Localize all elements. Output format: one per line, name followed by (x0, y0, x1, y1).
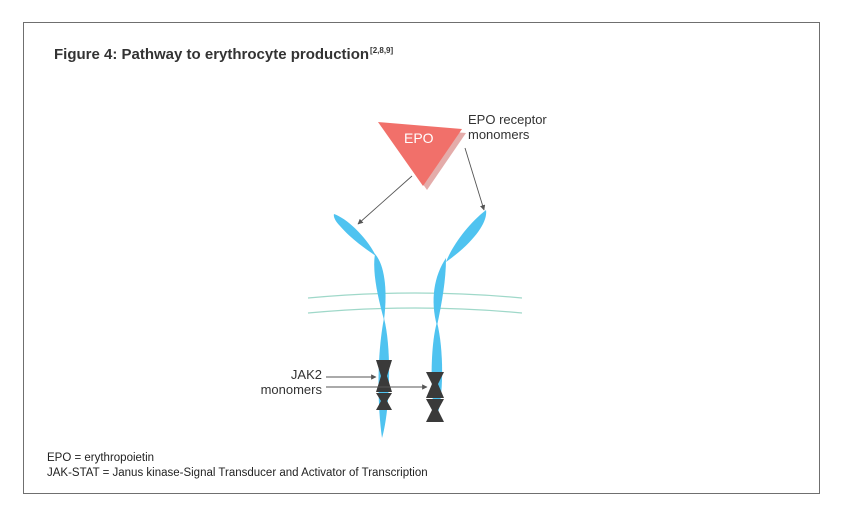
figure-frame (23, 22, 820, 494)
jak2-right-segment-top (426, 372, 444, 398)
receptor-label-line2: monomers (468, 127, 530, 142)
annotation-arrows (326, 147, 486, 390)
arrow-label-to-right-receptor (464, 147, 486, 211)
footnote-jak-stat: JAK-STAT = Janus kinase-Signal Transduce… (47, 467, 428, 479)
epo-molecule (378, 122, 466, 190)
jak2-left-segment-top (376, 360, 392, 392)
epo-triangle (378, 122, 462, 186)
membrane-outer-line (307, 292, 523, 299)
jak2-label-line1: JAK2 (290, 367, 322, 382)
footnote-epo: EPO = erythropoietin (47, 452, 155, 464)
jak2-label: JAK2 monomers (242, 367, 322, 397)
jak2-right-segment-bottom (426, 399, 444, 422)
membrane-inner-line (307, 307, 523, 314)
receptor-label-line1: EPO receptor (468, 112, 547, 127)
cell-membrane (307, 292, 523, 314)
receptor-label: EPO receptor monomers (468, 112, 547, 142)
jak2-label-line2: monomers (260, 382, 322, 397)
receptor-left-upper-lobe (333, 214, 376, 256)
receptor-right-upper-lobe (446, 210, 487, 262)
figure-citation: [2,8,9] (370, 46, 394, 55)
figure-title: Figure 4: Pathway to erythrocyte product… (54, 46, 393, 63)
jak2-monomer-right (426, 372, 444, 422)
arrow-epo-to-left-receptor (357, 175, 413, 225)
epo-label: EPO (404, 130, 434, 146)
receptor-right-middle-lobe (433, 258, 446, 326)
figure-title-text: Figure 4: Pathway to erythrocyte product… (54, 46, 370, 63)
receptor-left-middle-lobe (374, 254, 386, 320)
jak2-monomer-left (376, 360, 392, 410)
jak2-left-segment-bottom (376, 393, 392, 410)
